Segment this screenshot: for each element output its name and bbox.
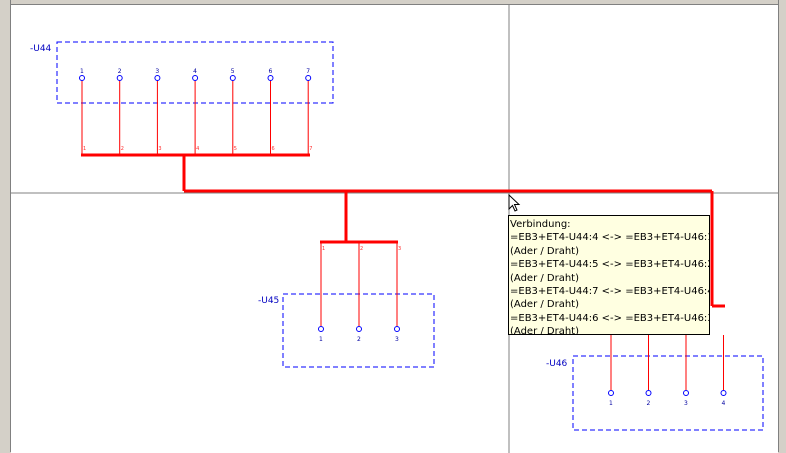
pin-connector[interactable] <box>356 326 362 332</box>
pin-connector[interactable] <box>683 390 689 396</box>
arrow-cursor-icon <box>508 194 521 212</box>
wire-pin-number: 5 <box>234 146 237 152</box>
pin-connector[interactable] <box>154 75 161 81</box>
schematic-canvas[interactable]: -U44 1 1 2 2 3 3 4 4 5 5 6 6 7 7 -U45 1 1 2 2 3 3 -U46 1 2 3… <box>11 4 778 453</box>
pin-connector[interactable] <box>394 326 400 332</box>
u44-pins: 1 1 2 2 3 3 4 4 5 5 6 6 7 7 <box>79 68 312 154</box>
component-u46[interactable]: -U46 1 2 3 4 <box>546 335 764 431</box>
pin-number: 7 <box>306 68 310 75</box>
pin-number: 2 <box>118 68 122 75</box>
pin-number: 1 <box>319 336 323 343</box>
tooltip-line: (Ader / Draht) <box>510 299 580 311</box>
window-frame-left <box>0 0 11 452</box>
pin-number: 2 <box>357 336 361 343</box>
pin-number: 2 <box>647 400 651 407</box>
pin-connector[interactable] <box>608 390 614 396</box>
window-frame-top <box>0 0 786 4</box>
pin-connector[interactable] <box>229 75 236 81</box>
component-u44[interactable]: -U44 1 1 2 2 3 3 4 4 5 5 6 6 7 7 <box>30 41 334 154</box>
wire-pin-number: 2 <box>360 246 363 252</box>
u45-label: -U45 <box>258 296 279 306</box>
window-frame-right <box>778 0 786 452</box>
tooltip-line: =EB3+ET4-U44:6 <-> =EB3+ET4-U46:3 <box>510 312 710 324</box>
pin-number: 3 <box>684 400 688 407</box>
pin-number: 4 <box>722 400 726 407</box>
pin-connector[interactable] <box>116 75 123 81</box>
wire-pin-number: 6 <box>272 146 275 152</box>
pin-number: 6 <box>269 68 273 75</box>
tooltip-line: =EB3+ET4-U44:4 <-> =EB3+ET4-U46:1 <box>510 232 710 244</box>
tooltip-line: Verbindung: <box>510 219 571 230</box>
tooltip-line: (Ader / Draht) <box>510 245 580 257</box>
pin-number: 4 <box>193 68 197 75</box>
pin-connector[interactable] <box>305 75 312 81</box>
u46-pins: 1 2 3 4 <box>608 335 727 407</box>
wire-pin-number: 7 <box>309 146 312 152</box>
wire-pin-number: 1 <box>83 146 86 152</box>
u46-outline <box>572 355 764 431</box>
pin-number: 5 <box>231 68 235 75</box>
pin-number: 3 <box>155 68 159 75</box>
tooltip-line: (Ader / Draht) <box>510 326 580 335</box>
pin-connector[interactable] <box>645 390 652 396</box>
connection-tooltip: Verbindung: =EB3+ET4-U44:4 <-> =EB3+ET4-… <box>508 215 710 335</box>
pin-connector[interactable] <box>267 75 274 81</box>
bus-wires[interactable] <box>81 153 725 308</box>
pin-connector[interactable] <box>720 390 727 396</box>
tooltip-line: (Ader / Draht) <box>510 272 580 284</box>
pin-number: 1 <box>80 68 84 75</box>
pin-connector[interactable] <box>318 326 324 332</box>
wire-pin-number: 3 <box>158 146 161 152</box>
wire-pin-number: 4 <box>196 146 199 152</box>
wire-pin-number: 3 <box>398 246 401 252</box>
wire-pin-number: 2 <box>121 146 124 152</box>
pin-connector[interactable] <box>192 75 199 81</box>
pin-connector[interactable] <box>79 75 85 81</box>
u45-pins: 1 1 2 2 3 3 <box>318 242 401 343</box>
pin-number: 1 <box>609 400 613 407</box>
u44-label: -U44 <box>30 44 52 54</box>
u46-label: -U46 <box>546 359 568 369</box>
component-u45[interactable]: -U45 1 1 2 2 3 3 <box>258 242 435 368</box>
tooltip-line: =EB3+ET4-U44:7 <-> =EB3+ET4-U46:4 <box>510 285 710 297</box>
tooltip-line: =EB3+ET4-U44:5 <-> =EB3+ET4-U46:2 <box>510 259 710 271</box>
pin-number: 3 <box>395 336 399 343</box>
wire-pin-number: 1 <box>322 246 325 252</box>
